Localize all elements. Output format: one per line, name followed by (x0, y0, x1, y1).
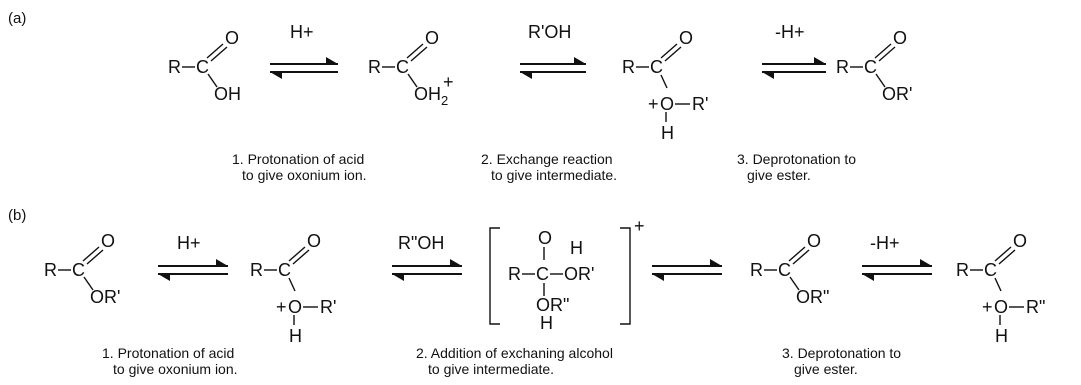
step-caption: 1. Protonation of acid (102, 345, 234, 361)
panel-a-arrow-1: H+ (270, 22, 338, 79)
atom-r: R (368, 57, 381, 77)
charge-plus: + (648, 94, 659, 114)
atom-c: C (864, 57, 877, 77)
atom-o: O (425, 28, 439, 48)
step-caption: 2. Addition of exchaning alcohol (416, 345, 613, 361)
panel-a-arrow-3: -H+ (762, 22, 826, 79)
panel-b-arrow-4: -H+ (862, 233, 932, 281)
reagent-alcohol: R"OH (398, 233, 444, 253)
atom-o: O (893, 28, 907, 48)
atom-h: H (540, 313, 553, 333)
step-caption: give ester. (747, 167, 811, 183)
reagent-minus-h-plus: -H+ (870, 233, 900, 253)
panel-b-molecule-4: R C O OR" (750, 231, 829, 307)
panel-a-molecule-2: R C O OH2 + (368, 28, 454, 108)
atom-r: R (168, 57, 181, 77)
panel-a: (a) R C O OH H+ R C O OH2 + (8, 10, 912, 183)
panel-a-molecule-1: R C O OH (168, 28, 241, 104)
reagent-h-plus: H+ (290, 22, 314, 42)
panel-b-molecule-5: R C O + O R" H (956, 231, 1045, 346)
step-caption: to give oxonium ion. (113, 361, 238, 377)
atom-or-prime: OR' (90, 287, 120, 307)
charge-plus: + (982, 297, 993, 317)
atom-oxonium: O (994, 297, 1008, 317)
atom-h: H (995, 326, 1008, 346)
atom-or-prime: OR' (882, 84, 912, 104)
atom-o: O (101, 231, 115, 251)
step-caption: 2. Exchange reaction (481, 151, 613, 167)
atom-r: R (250, 260, 263, 280)
atom-r: R (622, 57, 635, 77)
panel-b-arrow-1: H+ (158, 233, 228, 281)
atom-r: R (750, 260, 763, 280)
atom-or-double-prime: OR" (536, 295, 569, 315)
atom-c: C (536, 264, 549, 284)
atom-oxonium: O (288, 297, 302, 317)
atom-c: C (984, 260, 997, 280)
atom-or-double-prime: OR" (796, 287, 829, 307)
reagent-alcohol: R'OH (528, 22, 571, 42)
atom-oxonium: O (660, 94, 674, 114)
charge-plus: + (634, 216, 645, 236)
reagent-h-plus: H+ (177, 233, 201, 253)
panel-b-captions: 1. Protonation of acid to give oxonium i… (102, 345, 901, 377)
atom-h: H (661, 123, 674, 143)
step-caption: to give intermediate. (428, 361, 554, 377)
left-bracket (489, 227, 500, 325)
atom-h: H (570, 238, 583, 258)
panel-b-molecule-1: R C O OR' (44, 231, 120, 307)
atom-c: C (650, 57, 663, 77)
atom-or-prime: OR' (564, 264, 594, 284)
panel-a-molecule-3: R C O + O R' H (622, 28, 708, 143)
atom-o: O (807, 231, 821, 251)
atom-r: R (836, 57, 849, 77)
right-bracket (620, 227, 631, 325)
step-caption: give ester. (794, 361, 858, 377)
charge-plus: + (276, 297, 287, 317)
atom-r: R (956, 260, 969, 280)
panel-a-label: (a) (8, 10, 26, 27)
step-caption: to give intermediate. (491, 167, 617, 183)
panel-a-captions: 1. Protonation of acid to give oxonium i… (232, 151, 856, 183)
reagent-minus-h-plus: -H+ (775, 22, 805, 42)
atom-oh2: OH2 (414, 84, 448, 108)
step-caption: 3. Deprotonation to (737, 151, 856, 167)
panel-a-arrow-2: R'OH (520, 22, 586, 79)
atom-o: O (307, 231, 321, 251)
atom-o: O (225, 28, 239, 48)
step-caption: 1. Protonation of acid (232, 151, 364, 167)
atom-oh: OH (214, 84, 241, 104)
panel-b-arrow-3 (652, 259, 722, 281)
atom-o: O (679, 28, 693, 48)
atom-r: R (508, 264, 521, 284)
atom-c: C (72, 260, 85, 280)
panel-b-arrow-2: R"OH (392, 233, 462, 281)
panel-b-molecule-2: R C O + O R' H (250, 231, 336, 346)
atom-o-top: O (538, 228, 552, 248)
panel-b-label: (b) (8, 207, 26, 224)
atom-r-prime: R' (692, 94, 708, 114)
atom-c: C (778, 260, 791, 280)
panel-b: (b) R C O OR' H+ R C O + O (8, 207, 1045, 377)
atom-c: C (196, 57, 209, 77)
step-caption: to give oxonium ion. (242, 167, 367, 183)
panel-a-molecule-4: R C O OR' (836, 28, 912, 104)
atom-c: C (396, 57, 409, 77)
atom-c: C (278, 260, 291, 280)
panel-b-molecule-3: + O H R C OR' OR" H (489, 216, 645, 333)
atom-r-double-prime: R" (1026, 297, 1045, 317)
atom-o: O (1013, 231, 1027, 251)
step-caption: 3. Deprotonation to (782, 345, 901, 361)
charge-plus: + (443, 72, 454, 92)
atom-h: H (289, 326, 302, 346)
atom-r-prime: R' (320, 297, 336, 317)
atom-r: R (44, 260, 57, 280)
